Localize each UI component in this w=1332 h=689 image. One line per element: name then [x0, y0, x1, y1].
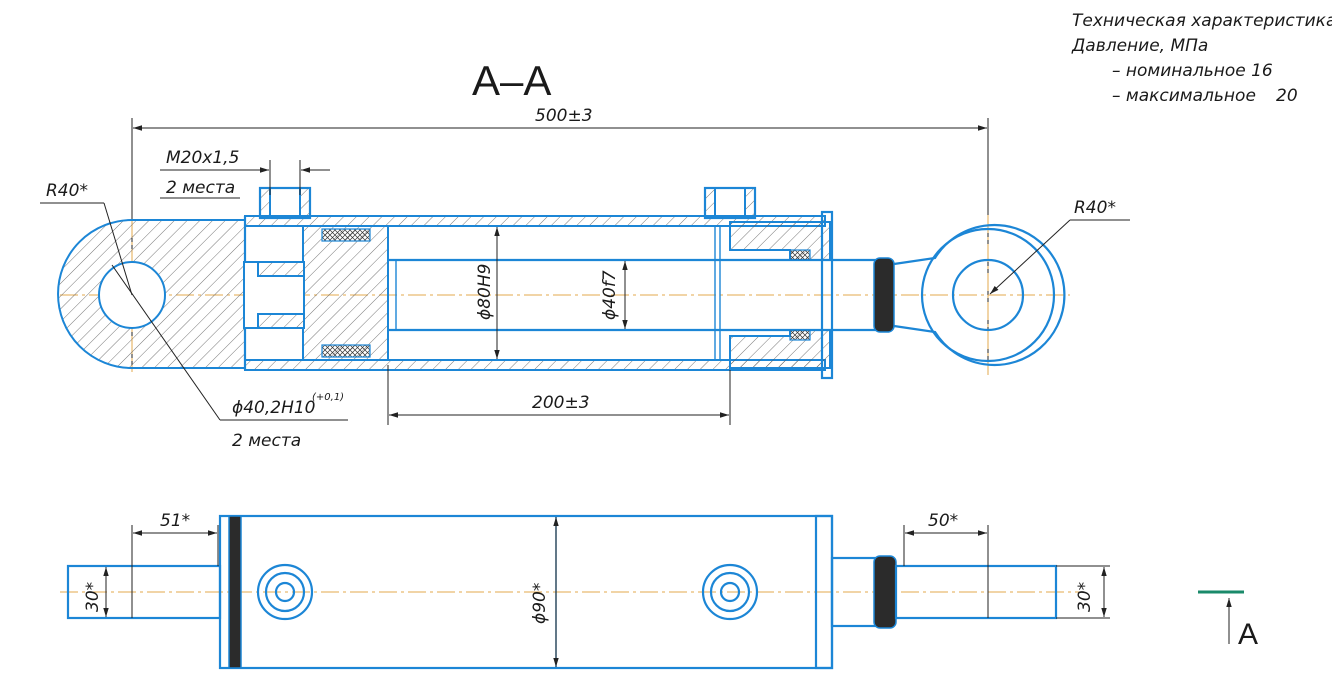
gland [729, 210, 834, 380]
rod-label: ϕ40f7 [600, 270, 620, 320]
right-stub-width-label: 30* [1075, 582, 1095, 612]
outer-port-rear [256, 563, 314, 621]
view-marker-a: А [1198, 590, 1258, 651]
port-count-label: 2 места [166, 178, 235, 198]
outer-dimensions: 51* 50* 30* 30* ϕ90* [83, 511, 1110, 667]
section-title: А–А [472, 57, 551, 104]
radius-left-label: R40* [46, 181, 88, 201]
body-diameter-label: ϕ90* [530, 583, 550, 624]
spec-block: Техническая характеристика Давление, МПа… [1071, 11, 1332, 106]
spec-max-value: 20 [1276, 86, 1298, 106]
pin-hole-tolerance: (+0,1) [312, 392, 344, 403]
pin-hole-label: ϕ40,2H10 [232, 398, 315, 418]
pin-count-label: 2 места [232, 431, 301, 451]
port-rear [258, 186, 312, 220]
piston [243, 225, 389, 361]
spec-max-label: – максимальное [1112, 86, 1256, 106]
port-thread-label: M20x1,5 [166, 148, 239, 168]
section-dimensions: M20x1,5 2 места R40* R40* ϕ80H9 ϕ40f7 ϕ4… [40, 148, 1130, 451]
port-front [703, 186, 757, 220]
right-stub-length-label: 50* [928, 511, 958, 531]
rod-scraper-ring [873, 257, 895, 333]
spec-pressure-label: Давление, МПа [1071, 36, 1208, 56]
spec-heading: Техническая характеристика [1072, 11, 1332, 31]
bore-label: ϕ80H9 [475, 264, 495, 320]
stroke-label: 200±3 [532, 393, 590, 413]
radius-right-label: R40* [1074, 198, 1116, 218]
left-stub-length-label: 51* [160, 511, 190, 531]
left-stub-width-label: 30* [83, 582, 103, 612]
outer-port-front [701, 563, 759, 621]
front-pin-hole [951, 258, 1025, 332]
spec-nominal: – номинальное 16 [1112, 61, 1273, 81]
front-rod-eye [893, 223, 1066, 367]
overall-length-label: 500±3 [535, 106, 593, 126]
view-marker-label: А [1238, 618, 1258, 651]
outer-view [66, 514, 1058, 670]
rear-clevis-eye [57, 219, 246, 369]
